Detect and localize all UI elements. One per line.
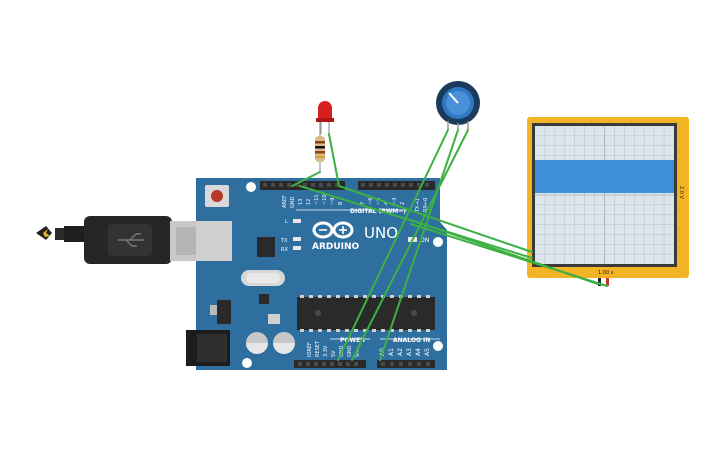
wire-board-to-scope-red[interactable] [410,223,608,287]
oscilloscope-terminal-red[interactable] [606,278,609,286]
led-label-l: L [285,219,288,225]
digital-header-left [260,181,345,190]
capacitor-2-highlight [273,343,295,354]
oscilloscope-signal [535,160,674,193]
wire-pot-to-5v[interactable] [337,129,449,361]
pin-label-10: ~10 [322,194,328,205]
wire-resistor-to-gnd[interactable] [291,171,321,187]
wires [291,129,608,361]
on-label: ON [420,237,429,244]
board-usb-port [196,221,232,261]
pin-label-gnd-2: GND [347,345,353,357]
pin-label-gnd: GND [290,196,296,208]
atmega-chip-pins [300,295,430,332]
reset-button[interactable] [211,190,223,202]
pin-label-2: 2 [400,202,406,205]
pin-label-a4: A4 [415,348,422,356]
pin-label-3v3: 3.3V [323,345,329,357]
digital-header-pin-holes [263,183,429,187]
pin-label-8: 8 [338,202,344,205]
pin-label-0: RX←0 [423,198,429,212]
capacitor-1-highlight [246,343,268,354]
mount-hole-bottom-right [433,341,443,351]
mount-hole-bottom-left [242,358,252,368]
small-chip [259,294,269,304]
analog-label: ANALOG IN [393,337,430,344]
crystal-oscillator-inner [246,273,280,283]
oscilloscope-terminal-black[interactable] [598,278,601,286]
led-tx [293,237,301,241]
led-label-tx: TX [280,238,288,244]
resistor-band-4 [315,156,325,158]
brand-label: ARDUINO [312,242,360,252]
led-label-rx: RX [281,247,288,253]
mount-hole-top-left [246,182,256,192]
atmega-dot-left [315,310,321,316]
atmega-dot-right [411,310,417,316]
oscilloscope-grid [535,126,674,264]
power-label: POWER [340,337,365,344]
pin-label-7: 7 [360,202,366,205]
analog-header [377,360,435,368]
bottom-header-pin-holes [298,362,430,366]
led-rim [316,118,334,122]
led-l [293,219,301,223]
resistor-band-2 [315,146,325,149]
resistor-array [268,314,280,324]
arduino-uno-board[interactable]: AREF GND 13 12 ~11 ~10 ~9 8 7 ~6 ~5 4 ~3… [186,178,447,370]
time-per-division-label: 1.00 s [598,270,614,276]
pin-label-a2: A2 [397,348,404,356]
resistor-band-1 [315,141,325,144]
wire-led-to-pin[interactable] [328,133,340,187]
pin-label-11: ~11 [314,194,320,205]
led-rx [293,246,301,250]
pin-label-1: TX→1 [415,198,421,213]
usb-chip [257,237,275,257]
pin-label-9: ~9 [330,198,336,205]
resistor-band-3 [315,151,325,154]
digital-label: DIGITAL (PWM~) [350,208,406,215]
potentiometer[interactable] [436,81,480,130]
regulator-tab [210,305,218,315]
pin-label-aref: AREF [282,195,288,208]
pin-label-ioref: IOREF [307,342,313,357]
volts-per-division-label: 2.0 V [678,186,684,200]
pin-label-a5: A5 [424,348,431,356]
pin-label-6: ~6 [368,198,374,205]
pin-label-13: 13 [298,199,304,205]
mount-hole-right [433,237,443,247]
usb-symbol-icon [118,233,144,247]
usb-lightning-icon [43,229,50,237]
led-dome [318,101,332,118]
pin-label-reset: RESET [315,340,321,357]
pin-label-vin: Vin [355,349,361,357]
wire-pot-to-gnd[interactable] [351,129,469,361]
red-led[interactable] [316,101,334,134]
arduino-infinity-logo [312,221,354,239]
pin-label-5v: 5V [331,350,337,357]
resistor[interactable] [315,118,325,172]
resistor-body [315,136,325,162]
pin-label-3: ~3 [392,198,398,205]
model-label: UNO [364,224,398,242]
pin-label-12: 12 [306,199,312,205]
wire-pot-to-a0[interactable] [379,129,459,361]
potentiometer-indicator [448,92,459,104]
voltage-regulator [217,300,231,324]
pin-label-a1: A1 [388,348,395,356]
pin-label-5: ~5 [376,198,382,205]
pin-label-a3: A3 [406,348,413,356]
usb-cable-sleeve [64,226,86,242]
oscilloscope[interactable]: 1.00 s 2.0 V [527,117,689,286]
power-jack-inner [197,334,227,362]
wire-pin-to-scope[interactable] [338,185,533,253]
